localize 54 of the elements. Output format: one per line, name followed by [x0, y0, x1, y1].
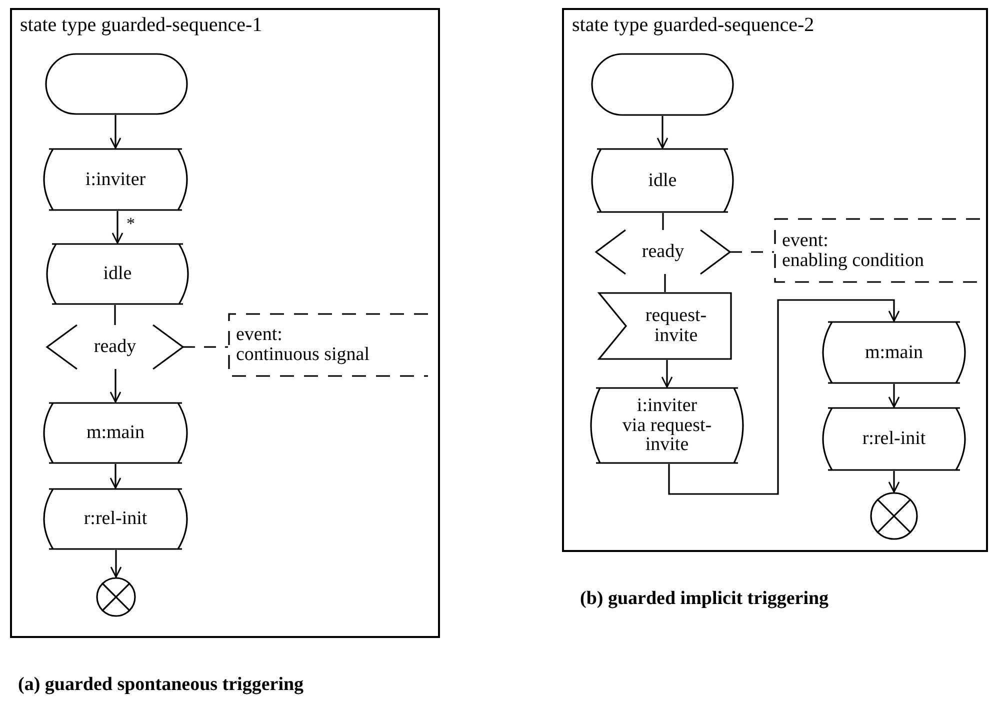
state-symbol — [46, 243, 189, 305]
state-symbol — [43, 488, 188, 550]
state-symbol — [591, 148, 734, 213]
state-symbol — [43, 402, 188, 464]
state-symbol — [822, 321, 966, 384]
start-symbol — [591, 53, 734, 116]
symbol-label: via request-invite — [621, 416, 713, 456]
stop-symbol — [870, 492, 918, 540]
input-signal-symbol — [598, 292, 732, 360]
symbol-label: m:main — [864, 342, 924, 362]
connector-line — [114, 305, 116, 325]
symbol-label: idle — [648, 170, 677, 190]
arrow — [661, 360, 673, 388]
symbol-label: r:rel-init — [84, 509, 148, 529]
symbol-label: i:inviter — [636, 396, 698, 416]
state-symbol — [43, 148, 188, 211]
state-type-frame — [10, 8, 440, 638]
symbol-label: r:rel-init — [862, 429, 926, 449]
symbol-label: ready — [642, 242, 684, 262]
symbol-label: i:inviter — [85, 170, 146, 190]
continuous-signal-symbol — [596, 230, 730, 274]
symbol-label: m:main — [86, 423, 145, 443]
arrow — [110, 550, 122, 578]
symbol-label: request-invite — [644, 306, 708, 346]
start-symbol — [45, 53, 188, 115]
continuous-signal-symbol — [47, 325, 183, 369]
frame-title: state type guarded-sequence-1 — [20, 14, 262, 37]
connector-line — [664, 274, 666, 292]
comment-box — [228, 313, 428, 377]
arrow — [888, 471, 900, 493]
arrow — [112, 211, 124, 244]
symbol-label: idle — [103, 264, 132, 284]
comment-box — [774, 218, 980, 283]
symbol-label: ready — [94, 337, 136, 357]
connector-line — [662, 213, 664, 230]
arrow — [110, 369, 122, 403]
arrow — [110, 115, 122, 149]
frame-title: state type guarded-sequence-2 — [572, 14, 814, 37]
figure-caption: (a) guarded spontaneous triggering — [18, 674, 304, 696]
state-type-frame — [562, 8, 988, 552]
comment-connector — [183, 346, 228, 348]
state-symbol — [590, 387, 744, 464]
symbol-label: event: — [782, 230, 828, 250]
state-symbol — [822, 407, 966, 471]
arrow — [668, 299, 900, 495]
arrow — [888, 384, 900, 408]
symbol-label: enabling condition — [782, 250, 924, 270]
arrow — [110, 464, 122, 489]
comment-connector — [730, 251, 774, 253]
figure-caption: (b) guarded implicit triggering — [580, 588, 829, 610]
arrow — [656, 116, 668, 149]
symbol-label: continuous signal — [236, 345, 370, 365]
symbol-label: event: — [236, 325, 282, 345]
stop-symbol — [96, 577, 136, 617]
